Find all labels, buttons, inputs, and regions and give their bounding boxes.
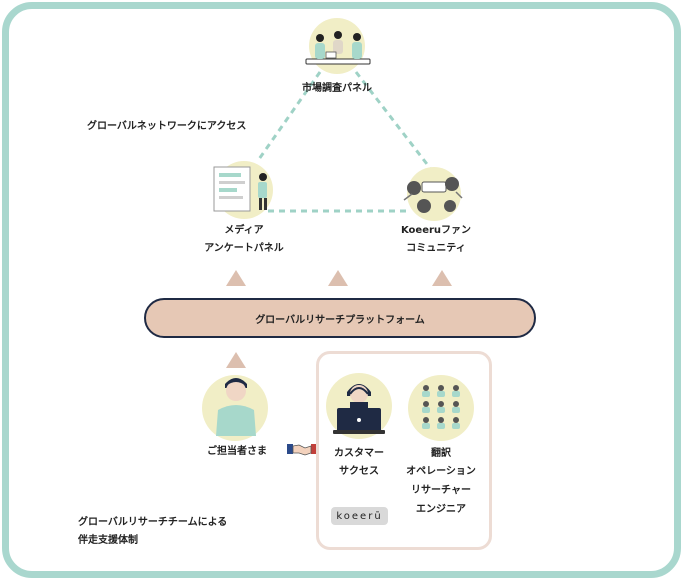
person-icon: [216, 378, 256, 436]
media-panel-label-line1: メディア: [224, 225, 264, 236]
up-arrow-market: [328, 270, 348, 286]
market-panel-label: 市場調査パネル: [302, 83, 372, 94]
translation-label-line3: リサーチャー: [411, 485, 471, 496]
translation-label-line2: オペレーション: [406, 466, 476, 477]
client-label: ご担当者さま: [207, 446, 267, 457]
community-devices-icon: [403, 177, 463, 213]
up-arrow-client: [226, 352, 246, 368]
fan-community-label-line1: Koeeruファン: [400, 225, 472, 236]
customer-success-label-line1: カスタマー: [334, 448, 384, 459]
translation-label-line1: 翻訳: [431, 448, 451, 459]
survey-board-icon: [213, 166, 267, 212]
network-access-label: グローバルネットワークにアクセス: [87, 121, 247, 132]
caption-line2: 伴走支援体制: [78, 535, 138, 546]
up-arrow-fan: [432, 270, 452, 286]
translation-label-line4: エンジニア: [416, 504, 466, 515]
caption-line1: グローバルリサーチチームによる: [78, 517, 228, 528]
research-platform-bar: グローバルリサーチプラットフォーム: [144, 298, 536, 338]
meeting-people-icon: [305, 31, 371, 65]
up-arrow-media: [226, 270, 246, 286]
handshake-icon: [287, 444, 317, 456]
fan-community-label-line2: コミュニティ: [406, 243, 466, 254]
support-operator-icon: [333, 384, 385, 434]
team-grid-icon: [422, 385, 460, 429]
media-panel-label-line2: アンケートパネル: [204, 243, 284, 254]
koeeru-brand-badge: koeerū: [331, 507, 388, 525]
research-platform-label: グローバルリサーチプラットフォーム: [255, 314, 425, 326]
customer-success-label-line2: サクセス: [339, 466, 379, 477]
